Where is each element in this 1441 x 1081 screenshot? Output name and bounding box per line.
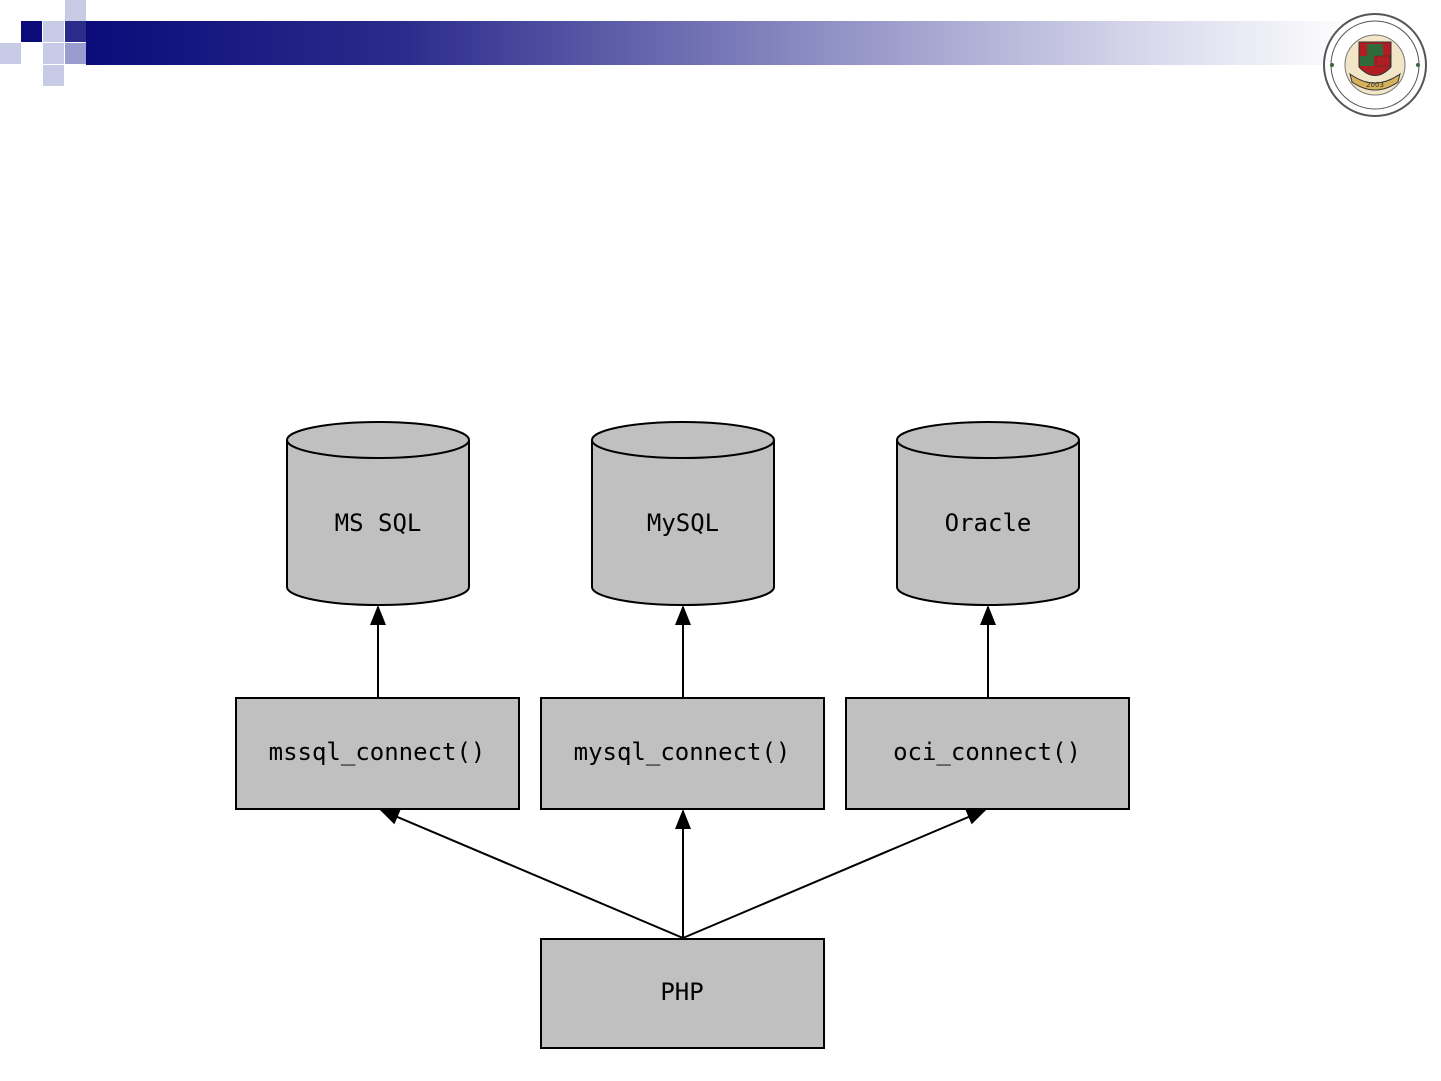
database-cylinder-icon [286,440,470,606]
php-label: PHP [660,978,703,1006]
header-square [43,43,64,64]
header-decoration [0,0,1356,86]
function-label: oci_connect() [893,738,1081,766]
edge-php-to-oci-connect [682,809,987,939]
function-node-oci-connect: oci_connect() [845,697,1130,810]
function-node-mysql-connect: mysql_connect() [540,697,825,810]
database-cylinder-icon [896,440,1080,606]
database-node-mysql: MySQL [591,421,775,606]
header-square [0,43,21,64]
function-box [540,697,825,810]
root-node-php: PHP [540,938,825,1049]
header-square [43,65,64,86]
database-cylinder-icon [591,440,775,606]
function-label: mysql_connect() [574,738,791,766]
function-box [845,697,1130,810]
edges [370,605,996,939]
database-cylinder-top [591,421,775,459]
header-square [65,43,86,64]
php-box [540,938,825,1049]
header-square [65,21,86,42]
database-cylinder-top [286,421,470,459]
database-label: MS SQL [335,509,422,537]
header-square [43,21,64,42]
database-node-mssql: MS SQL [286,421,470,606]
function-box [235,697,520,810]
database-label: Oracle [945,509,1032,537]
edge-php-to-mssql-connect [379,809,684,939]
database-node-oracle: Oracle [896,421,1080,606]
function-label: mssql_connect() [269,738,486,766]
header-square [21,21,42,42]
header-gradient-bar [86,21,1356,65]
database-label: MySQL [647,509,719,537]
header-square [65,0,86,21]
college-seal-logo: 2003 [1323,13,1427,117]
svg-text:2003: 2003 [1366,81,1384,89]
function-node-mssql-connect: mssql_connect() [235,697,520,810]
database-cylinder-top [896,421,1080,459]
